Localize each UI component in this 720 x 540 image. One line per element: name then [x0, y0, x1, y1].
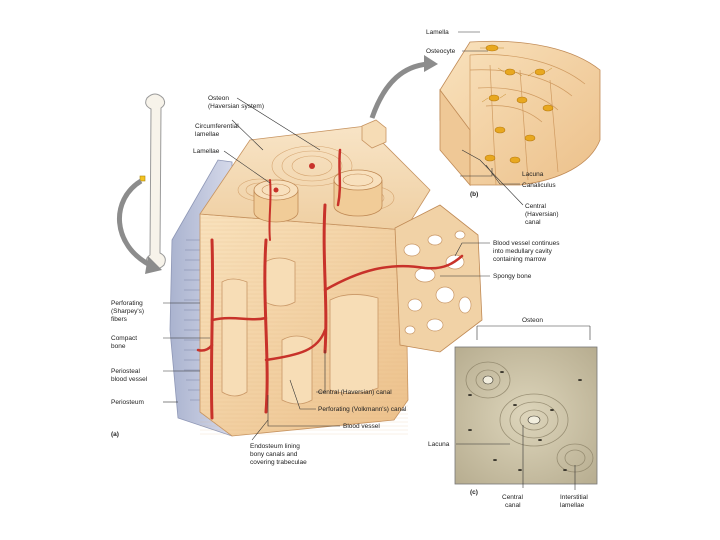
osteon-cylinder [253, 179, 299, 223]
label-osteon-c: Osteon [522, 317, 543, 324]
label-periosteal: Periosteal [111, 368, 140, 375]
label-covering-trabeculae: covering trabeculae [250, 459, 307, 466]
label-haversian-system: (Haversian system) [208, 103, 264, 110]
osteon-cylinder-2 [333, 169, 383, 217]
label-canaliculus: Canaliculus [522, 182, 556, 189]
label-circumferential: Circumferential [195, 123, 239, 130]
label-interstitial-lamellae: lamellae [560, 502, 585, 509]
compact-bone-block [169, 119, 483, 437]
label-panel-a: (a) [111, 431, 119, 438]
long-bone-icon [139, 93, 166, 270]
osteon-detail-wedge [439, 40, 601, 187]
label-interstitial: Interstitial [560, 494, 588, 501]
osteocyte-cells [484, 44, 554, 164]
label-compact: Compact [111, 335, 137, 342]
label-osteon: Osteon [208, 95, 229, 102]
spongy-bone [394, 204, 483, 353]
arrow-head-b [424, 55, 438, 72]
label-medullary-cavity: into medullary cavity [493, 248, 553, 255]
leader-lines [163, 31, 591, 490]
label-periosteal-blood-vessel: blood vessel [111, 376, 148, 383]
label-osteocyte: Osteocyte [426, 48, 456, 55]
label-circumferential-lamellae: lamellae [195, 131, 220, 138]
label-central-canal-c-canal: canal [505, 502, 521, 509]
label-periosteum: Periosteum [111, 399, 144, 406]
label-containing-marrow: containing marrow [493, 256, 546, 263]
label-perforating-volkmann-canal: Perforating (Volkmann's) canal [318, 406, 407, 413]
labels: Lamella Osteocyte Osteon (Haversian syst… [111, 29, 588, 509]
label-perforating: Perforating [111, 300, 143, 307]
arrow-to-panel-a [117, 178, 152, 268]
label-central-canal-c: Central [502, 494, 524, 501]
label-blood-vessel-continues: Blood vessel continues [493, 240, 560, 247]
block-top-face [199, 125, 431, 231]
arrow-to-panel-b [369, 61, 429, 119]
label-endosteum: Endosteum lining [250, 443, 300, 450]
label-panel-c: (c) [470, 489, 478, 496]
sharpeys-fibers [184, 239, 202, 401]
label-lamella: Lamella [426, 29, 449, 36]
label-blood-vessel: Blood vessel [343, 423, 380, 430]
label-central-haversian-canal: Central (Haversian) canal [318, 389, 392, 396]
label-fibers: fibers [111, 316, 128, 323]
arrow-head-a [145, 256, 162, 274]
micrograph-panel [454, 346, 598, 485]
label-central-canal-b: Central [525, 203, 547, 210]
label-spongy-bone: Spongy bone [493, 273, 532, 280]
label-bony-canals: bony canals and [250, 451, 298, 458]
label-central-canal-b-haversian: (Haversian) [525, 211, 559, 218]
label-sharpeys: (Sharpey's) [111, 308, 144, 315]
label-compact-bone: bone [111, 343, 126, 350]
label-central-canal-b-canal: canal [525, 219, 541, 226]
label-lacuna-c: Lacuna [428, 441, 450, 448]
label-lamellae: Lamellae [193, 148, 220, 155]
label-panel-b: (b) [470, 191, 478, 198]
blood-vessels [196, 148, 464, 420]
label-lacuna: Lacuna [522, 171, 544, 178]
